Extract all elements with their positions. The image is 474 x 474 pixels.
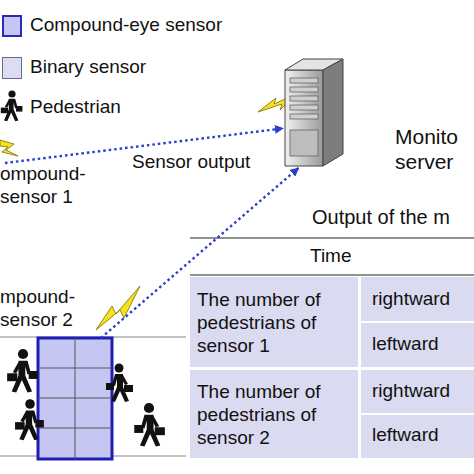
legend-text: Pedestrian bbox=[30, 96, 121, 119]
table-header: Time bbox=[310, 245, 352, 268]
table-cell: rightward bbox=[372, 288, 450, 311]
wireless-bolt bbox=[0, 140, 18, 156]
edge-label: Sensor output bbox=[130, 151, 252, 174]
pedestrian-icon bbox=[0, 90, 26, 122]
server-icon bbox=[283, 58, 345, 168]
legend-swatch bbox=[2, 57, 22, 79]
legend-swatch bbox=[2, 15, 22, 37]
pedestrian-icon bbox=[106, 364, 133, 403]
sensor-grid bbox=[38, 338, 112, 459]
table-cell: leftward bbox=[372, 333, 439, 356]
table-cell: The number of pedestrians of sensor 2 bbox=[197, 381, 355, 449]
pedestrian-icon bbox=[134, 403, 165, 447]
pedestrian-icon bbox=[15, 399, 44, 440]
pedestrian-icon bbox=[7, 349, 38, 393]
legend-text: Binary sensor bbox=[30, 56, 146, 79]
server-node: Monito server bbox=[283, 58, 345, 168]
legend-item: Pedestrian bbox=[2, 96, 262, 122]
node-label: Monito server bbox=[395, 124, 474, 174]
table-cell: rightward bbox=[372, 380, 450, 403]
table-title: Output of the m bbox=[312, 205, 450, 229]
legend-text: Compound-eye sensor bbox=[30, 14, 222, 37]
sensor-label-node: ompound- sensor 1 bbox=[0, 163, 100, 213]
compound-eye-sensor: mpound- sensor 2 bbox=[38, 338, 112, 459]
output-table bbox=[190, 238, 474, 458]
table-cell: leftward bbox=[372, 424, 439, 447]
legend-item: Binary sensor bbox=[2, 56, 262, 82]
node-label: ompound- sensor 1 bbox=[0, 163, 100, 209]
legend-item: Compound-eye sensor bbox=[2, 14, 262, 40]
table-cell: The number of pedestrians of sensor 1 bbox=[197, 289, 355, 357]
node-label: mpound- sensor 2 bbox=[0, 286, 96, 332]
